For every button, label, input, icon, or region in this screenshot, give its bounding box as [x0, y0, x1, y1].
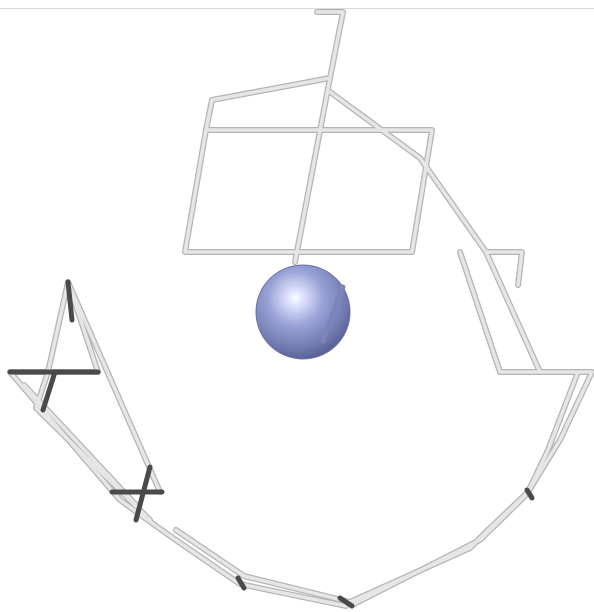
bond-4 — [460, 252, 540, 372]
bond-6 — [352, 372, 578, 605]
bond-outline-5 — [350, 372, 592, 602]
bond-10 — [36, 282, 150, 520]
bond-outline-3 — [330, 92, 522, 285]
bond-outline-1 — [185, 12, 432, 252]
bond-outline-10 — [36, 282, 150, 520]
bond-2 — [295, 78, 330, 262]
bond-3 — [330, 92, 522, 285]
bond-5 — [350, 372, 592, 602]
bond-outline-6 — [352, 372, 578, 605]
bond-outline-4 — [460, 252, 540, 372]
